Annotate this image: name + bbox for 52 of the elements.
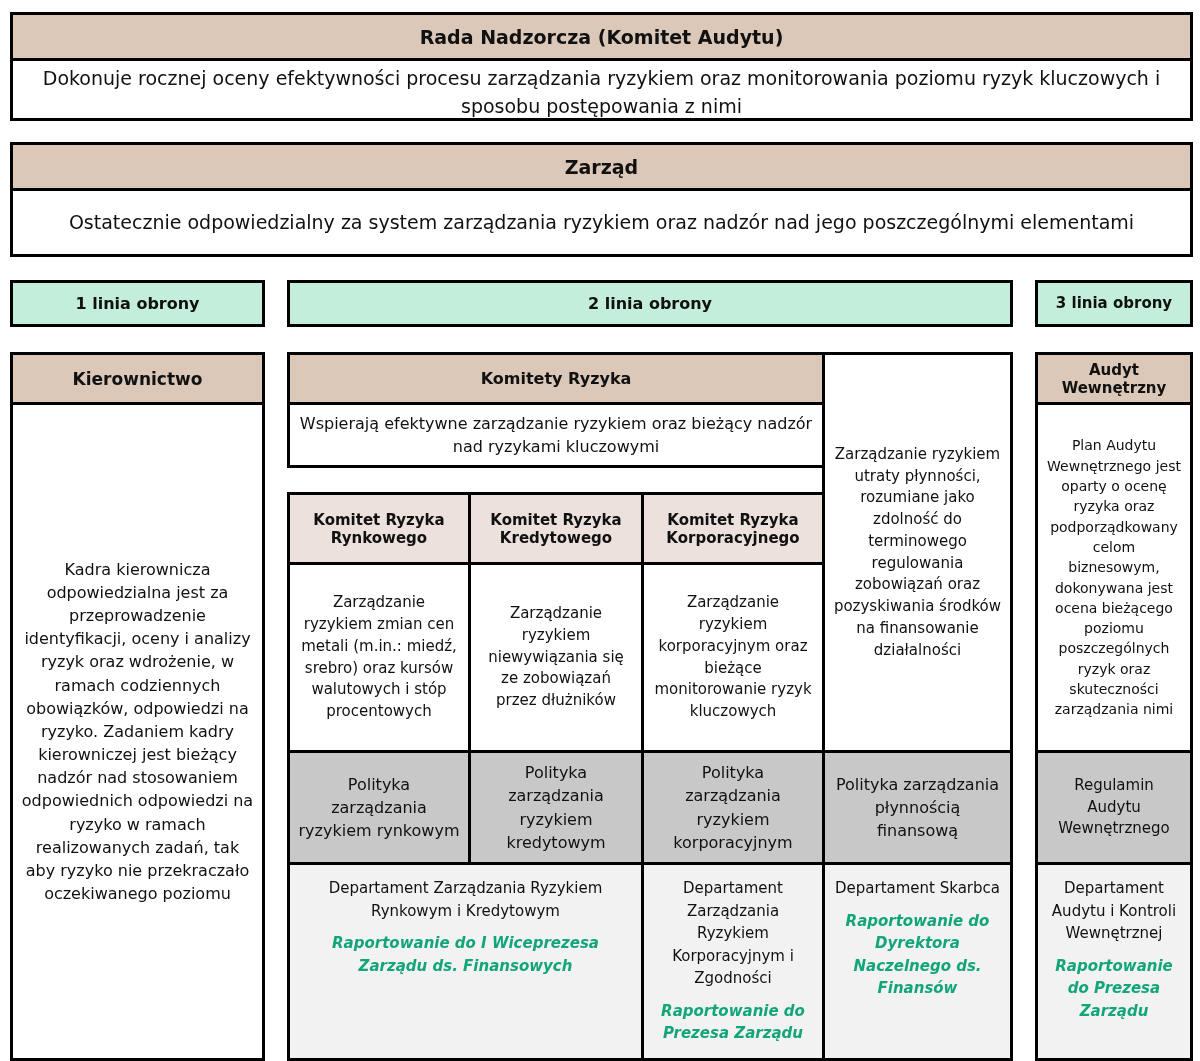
department-name: Departament Audytu i Kontroli Wewnętrznej	[1050, 878, 1178, 944]
description-text: Plan Audytu Wewnętrznego jest oparty o ocenę ryzyka oraz podporządkowany celom biznesowym, dokonywana jest ocena bieżącego poziomu poszczególnych ryzyk oraz skuteczności zarządzania nimi	[1046, 436, 1182, 720]
description-text: Zarządzanie ryzykiem korporacyjnym oraz bieżące monitorowanie ryzyk kluczowych	[653, 592, 813, 722]
department-cell	[1035, 862, 1193, 1061]
department-cell	[822, 862, 1013, 1061]
board-card	[10, 12, 1193, 121]
board-card	[10, 142, 1193, 257]
card-heading: Zarząd	[13, 145, 1190, 191]
policy-cell	[822, 750, 1013, 865]
band-label: 2 linia obrony	[587, 292, 713, 315]
reporting-note: Raportowanie do Prezesa Zarządu	[1054, 955, 1174, 1022]
department-cell	[641, 862, 825, 1061]
description-text: Dokonuje rocznej oceny efektywności procesu zarządzania ryzykiem oraz monitorowania poziomu ryzyk kluczowych i sposobu postępowania z nimi	[41, 66, 1162, 118]
policy-cell	[1035, 750, 1193, 865]
band-label: 3 linia obrony	[1055, 292, 1173, 314]
reporting-note: Raportowanie do I Wiceprezesa Zarządu ds. Finansowych	[331, 933, 600, 977]
role-card	[1035, 352, 1193, 753]
card-heading: Komitet Ryzyka Kredytowego	[471, 495, 641, 565]
cell-text: Polityka zarządzania ryzykiem korporacyjnym	[672, 762, 794, 854]
card-heading: Audyt Wewnętrzny	[1038, 355, 1190, 405]
cell-text: Polityka zarządzania płynnością finansową	[834, 773, 1001, 843]
role-card	[287, 352, 825, 468]
card-heading: Rada Nadzorcza (Komitet Audytu)	[13, 15, 1190, 61]
department-cell	[287, 862, 644, 1061]
description-text: Zarządzanie ryzykiem zmian cen metali (m.in.: miedź, srebro) oraz kursów walutowych i stóp procentowych	[300, 592, 458, 722]
policy-cell	[641, 750, 825, 865]
band-label: 1 linia obrony	[75, 292, 200, 315]
description-text: Zarządzanie ryzykiem niewywiązania się ze zobowiązań przez dłużników	[487, 603, 625, 712]
department-name: Departament Zarządzania Ryzykiem Korporacyjnym i Zgodności	[671, 878, 795, 989]
card-heading: Kierownictwo	[13, 355, 262, 405]
cell-text: Regulamin Audytu Wewnętrznego	[1057, 774, 1171, 840]
cell-text: Polityka zarządzania ryzykiem kredytowym	[505, 762, 607, 854]
description-text: Ostatecznie odpowiedzialny za system zarządzania ryzykiem oraz nadzór nad jego poszczególnymi elementami	[68, 209, 1135, 235]
cell-text: Zarządzanie ryzykiem utraty płynności, rozumiane jako zdolność do terminowego regulowania zobowiązań oraz pozyskiwania środków na finansowanie działalności	[833, 443, 1002, 661]
policy-cell	[287, 750, 471, 865]
reporting-note: Raportowanie do Prezesa Zarządu	[660, 1000, 806, 1044]
department-name: Departament Skarbca	[835, 878, 1000, 899]
role-card	[10, 352, 265, 1061]
committee-card	[287, 492, 471, 753]
policy-cell	[468, 750, 644, 865]
card-heading: Komitet Ryzyka Korporacyjnego	[644, 495, 822, 565]
card-heading: Komitety Ryzyka	[290, 355, 822, 405]
department-name: Departament Zarządzania Ryzykiem Rynkowym i Kredytowym	[327, 878, 604, 922]
defense-line-band	[1035, 280, 1193, 327]
cell-text: Polityka zarządzania ryzykiem rynkowym	[298, 773, 460, 843]
defense-line-band	[10, 280, 265, 327]
card-heading: Komitet Ryzyka Rynkowego	[290, 495, 468, 565]
reporting-note: Raportowanie do Dyrektora Naczelnego ds. Finansów	[844, 910, 991, 999]
description-text: Wspierają efektywne zarządzanie ryzykiem oraz bieżący nadzór nad ryzykami kluczowymi	[298, 412, 814, 458]
description-cell	[822, 352, 1013, 753]
description-text: Kadra kierownicza odpowiedzialna jest za przeprowadzenie identyfikacji, oceny i analizy ryzyk oraz wdrożenie, w ramach codziennych obowiązków, odpowiedzi na ryzyko. Zadaniem kadry kierowniczej jest bieżący nadzór nad stosowaniem odpowiednich odpowiedzi na ryzyko w ramach realizowanych zadań, tak aby ryzyko nie przekraczało oczekiwanego poziomu	[21, 558, 254, 906]
defense-line-band	[287, 280, 1013, 327]
